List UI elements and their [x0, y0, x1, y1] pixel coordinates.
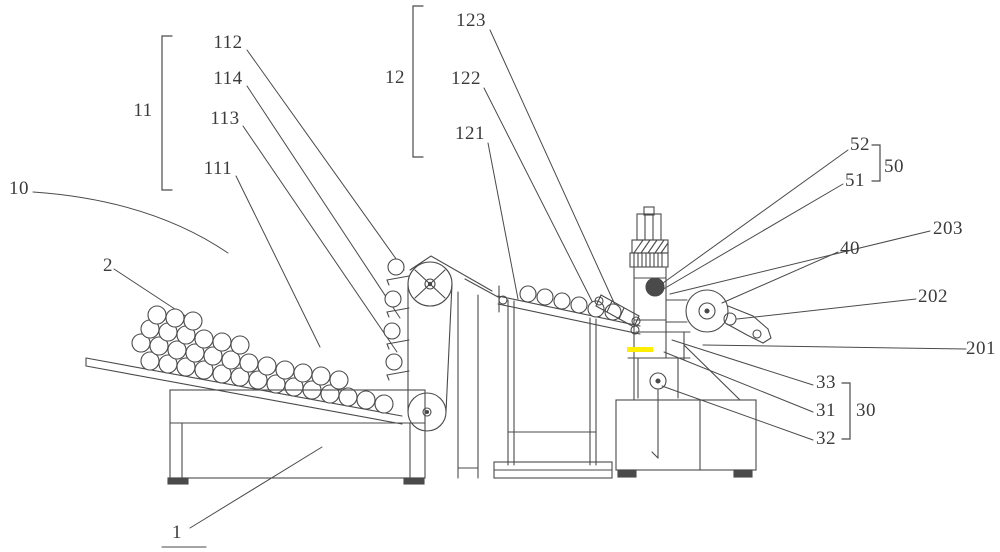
elevator-roof [409, 255, 493, 292]
label-112: 112 [213, 32, 243, 53]
column-cap [643, 206, 655, 216]
leader-123 [489, 29, 617, 308]
conveyor-belt-bottom [497, 303, 641, 335]
elevator-bottom-pulley [407, 392, 447, 432]
label-51: 51 [845, 170, 865, 191]
label-52: 52 [850, 134, 870, 155]
conveyor-balls [519, 285, 622, 321]
leader-203 [669, 230, 931, 295]
bracket-12 [412, 5, 424, 158]
conveyor-belt-top [497, 295, 641, 327]
crank-pin [723, 312, 737, 326]
label-123: 123 [456, 10, 486, 31]
ramp-bottom-plate [85, 365, 403, 425]
leader-52 [662, 149, 849, 284]
roller-grid [629, 252, 669, 268]
elevator-carried-balls [383, 258, 405, 371]
leader-31 [663, 351, 814, 413]
leader-112 [246, 49, 405, 271]
elevator-top-pulley [407, 261, 453, 307]
column-head [636, 213, 662, 241]
leader-40 [721, 251, 839, 304]
discharge-chute [464, 278, 499, 298]
leader-111 [235, 175, 321, 348]
label-121: 121 [455, 123, 485, 144]
hatched-block [631, 239, 669, 254]
conveyor-roller-left [498, 295, 508, 305]
leader-51 [659, 183, 844, 292]
transfer-chute [594, 294, 641, 328]
label-201: 201 [966, 338, 996, 359]
leader-114 [246, 85, 401, 319]
label-122: 122 [451, 68, 481, 89]
elevator-cleats [386, 275, 410, 381]
leader-122 [483, 87, 601, 318]
label-1: 1 [172, 522, 182, 543]
leader-1 [189, 446, 323, 529]
label-2: 2 [103, 255, 113, 276]
label-11: 11 [133, 100, 153, 121]
bracket-11 [161, 35, 173, 191]
leader-32 [661, 385, 814, 441]
bracket-50 [871, 144, 881, 182]
leader-10 [32, 191, 229, 254]
leader-33 [671, 339, 814, 386]
group-brackets [161, 5, 881, 440]
label-30: 30 [856, 400, 876, 421]
feed-balls [131, 305, 394, 414]
crank-arm [726, 305, 772, 344]
highlight-mark [627, 347, 653, 352]
label-32: 32 [816, 428, 836, 449]
belt-right [445, 283, 453, 413]
leader-202 [736, 298, 917, 320]
bucket-elevator [383, 255, 499, 479]
base-frame-right [615, 399, 757, 478]
label-33: 33 [816, 372, 836, 393]
transfer-conveyor [493, 285, 641, 479]
label-111: 111 [203, 158, 233, 179]
leader-121 [487, 142, 519, 300]
leader-113 [242, 125, 398, 353]
label-50: 50 [884, 156, 904, 177]
label-12: 12 [385, 67, 405, 88]
drive-wheel-assembly [665, 289, 772, 344]
upper-roller [645, 277, 665, 297]
bracket-30 [841, 382, 851, 440]
label-31: 31 [816, 400, 836, 421]
lower-mechanism [627, 331, 741, 459]
base-frame-left [167, 389, 426, 485]
drive-wheel [685, 289, 729, 333]
conveyor-stand [493, 299, 613, 479]
label-10: 10 [9, 178, 29, 199]
label-113: 113 [210, 108, 240, 129]
label-40: 40 [840, 238, 860, 259]
lower-roller [649, 372, 667, 390]
leader-lines [32, 29, 967, 548]
label-114: 114 [213, 68, 243, 89]
diagonal-strut [683, 344, 741, 401]
processing-column [627, 206, 669, 401]
leader-201 [702, 344, 967, 350]
label-202: 202 [918, 286, 948, 307]
label-203: 203 [933, 218, 963, 239]
